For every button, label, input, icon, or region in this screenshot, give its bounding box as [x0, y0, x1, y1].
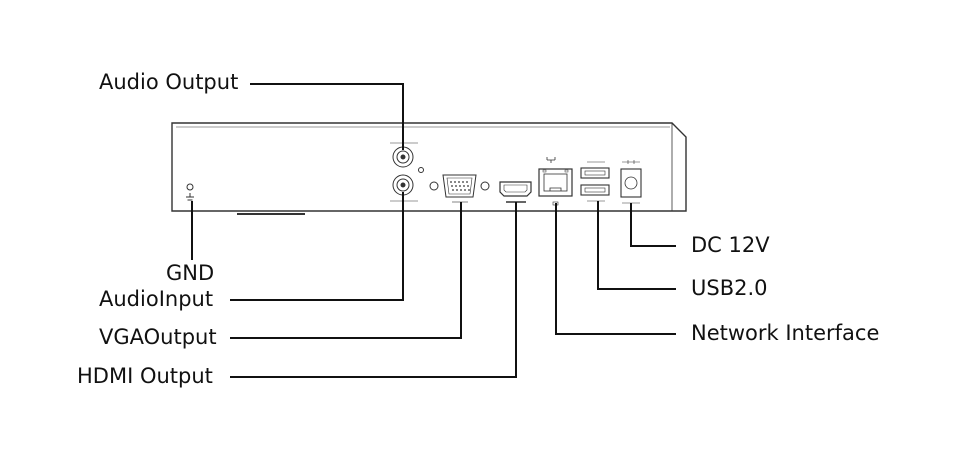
label-audio-input: AudioInput [99, 287, 214, 311]
device-rear-panel [171, 122, 687, 215]
label-vga-output: VGAOutput [99, 325, 217, 349]
leader-audio-input [230, 192, 404, 301]
network-port [538, 157, 573, 206]
audio-output-jack [390, 142, 424, 173]
label-usb2: USB2.0 [691, 276, 768, 300]
label-hdmi-output: HDMI Output [77, 364, 213, 388]
leader-dc-12v [630, 203, 676, 247]
label-dc-12v: DC 12V [691, 233, 770, 257]
gnd-terminal [186, 183, 194, 201]
dc-power-port [620, 160, 642, 204]
leader-vga-output [230, 202, 462, 339]
label-audio-output: Audio Output [99, 70, 239, 94]
usb-ports [580, 161, 610, 202]
hdmi-port [499, 181, 532, 203]
leader-usb2 [597, 201, 676, 290]
leader-network-interface [555, 203, 676, 335]
leader-hdmi-output [230, 202, 517, 378]
vga-port [429, 174, 490, 203]
label-gnd: GND [166, 261, 215, 285]
label-network-interface: Network Interface [691, 321, 880, 345]
leader-audio-output [250, 83, 404, 150]
